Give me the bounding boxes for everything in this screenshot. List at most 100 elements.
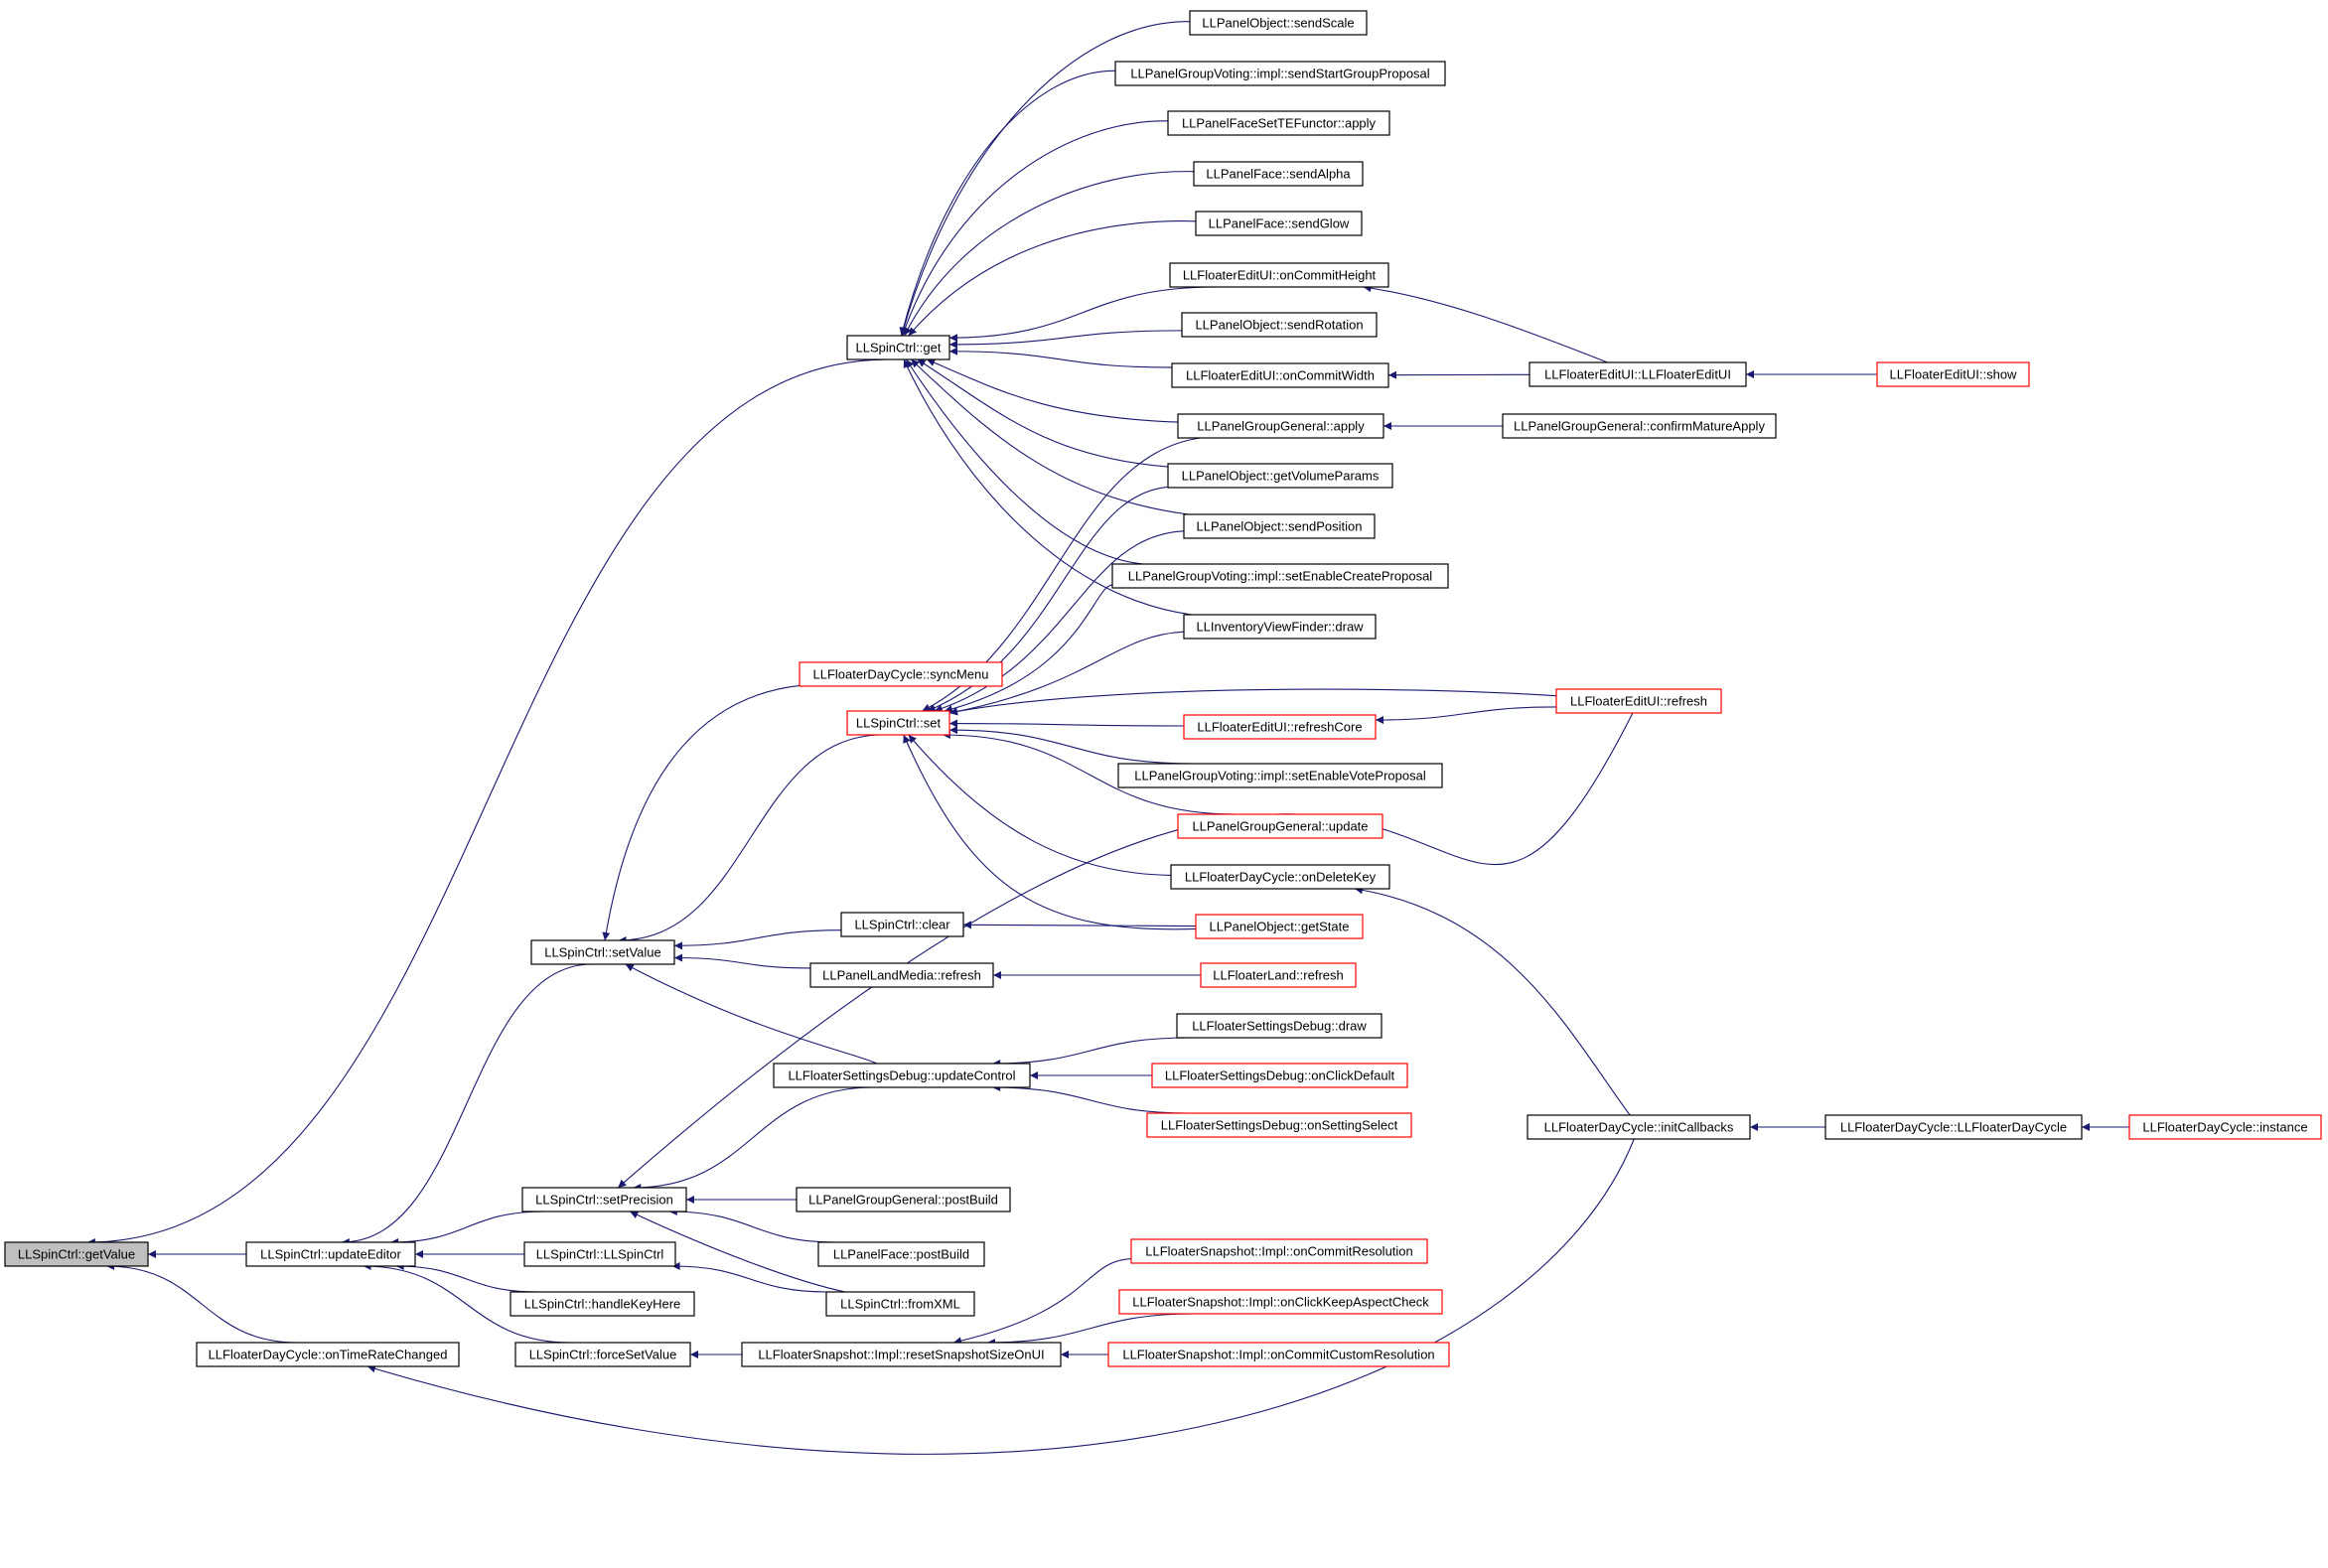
edge-sendGlow-to-get (908, 220, 1197, 337)
node-box (1181, 312, 1378, 338)
node-label: LLSpinCtrl::get (856, 341, 942, 356)
node-box (1183, 614, 1377, 640)
node-box (1167, 110, 1390, 136)
node-handleKeyHere[interactable]: LLSpinCtrl::handleKeyHere (509, 1291, 695, 1317)
node-ctor[interactable]: LLSpinCtrl::LLSpinCtrl (523, 1241, 676, 1267)
edge-sendAlpha-to-get (904, 171, 1195, 337)
node-pfPostBuild[interactable]: LLPanelFace::postBuild (817, 1241, 985, 1267)
node-box (799, 661, 1003, 687)
node-dayCycleCtor[interactable]: LLFloaterDayCycle::LLFloaterDayCycle (1824, 1114, 2083, 1140)
node-getValue[interactable]: LLSpinCtrl::getValue (4, 1241, 149, 1267)
node-onDeleteKey[interactable]: LLFloaterDayCycle::onDeleteKey (1170, 864, 1390, 890)
node-invDraw[interactable]: LLInventoryViewFinder::draw (1183, 614, 1377, 640)
node-pggApply[interactable]: LLPanelGroupGeneral::apply (1177, 413, 1384, 439)
node-box (1146, 1112, 1412, 1138)
node-onSettingSelect[interactable]: LLFloaterSettingsDebug::onSettingSelect (1146, 1112, 1412, 1138)
edge-invDraw-to-set (948, 631, 1185, 716)
edge-updateControl-to-setPrecision (633, 1086, 874, 1192)
node-sendPosition[interactable]: LLPanelObject::sendPosition (1183, 513, 1376, 539)
node-sendRotation[interactable]: LLPanelObject::sendRotation (1181, 312, 1378, 338)
node-refreshCore[interactable]: LLFloaterEditUI::refreshCore (1183, 714, 1377, 740)
edge-handleKeyHere-to-updateEditor (395, 1262, 537, 1293)
node-floaterLandRefresh[interactable]: LLFloaterLand::refresh (1200, 962, 1357, 988)
edge-syncMenu-to-setValue (602, 684, 800, 941)
node-label: LLFloaterDayCycle::LLFloaterDayCycle (1840, 1120, 2067, 1135)
node-box (530, 939, 675, 965)
node-initCallbacks[interactable]: LLFloaterDayCycle::initCallbacks (1527, 1114, 1751, 1140)
node-onCommitWidth[interactable]: LLFloaterEditUI::onCommitWidth (1171, 362, 1389, 388)
node-label: LLSpinCtrl::forceSetValue (529, 1348, 677, 1362)
node-label: LLFloaterEditUI::refresh (1570, 694, 1707, 709)
node-label: LLPanelObject::sendRotation (1195, 318, 1363, 333)
node-editUICtor[interactable]: LLFloaterEditUI::LLFloaterEditUI (1528, 361, 1747, 387)
node-getState[interactable]: LLPanelObject::getState (1195, 914, 1364, 939)
node-box (1555, 688, 1722, 714)
node-label: LLPanelLandMedia::refresh (822, 968, 981, 983)
node-box (773, 1063, 1031, 1088)
node-sendScale[interactable]: LLPanelObject::sendScale (1189, 10, 1368, 36)
node-box (1167, 463, 1393, 489)
node-syncMenu[interactable]: LLFloaterDayCycle::syncMenu (799, 661, 1003, 687)
node-forceSetValue[interactable]: LLSpinCtrl::forceSetValue (514, 1342, 691, 1367)
node-confirmMatureApply[interactable]: LLPanelGroupGeneral::confirmMatureApply (1502, 413, 1777, 439)
node-label: LLPanelFaceSetTEFunctor::apply (1182, 116, 1377, 131)
edge-sendPosition-to-set (934, 530, 1185, 713)
node-label: LLSpinCtrl::LLSpinCtrl (536, 1247, 664, 1262)
node-sendAlpha[interactable]: LLPanelFace::sendAlpha (1193, 161, 1364, 187)
node-label: LLPanelGroupGeneral::update (1192, 819, 1368, 834)
edge-setValue-to-updateEditor (341, 963, 593, 1246)
node-label: LLSpinCtrl::fromXML (840, 1297, 960, 1312)
edge-forceSetValue-to-updateEditor (363, 1262, 571, 1344)
node-box (1114, 61, 1446, 86)
node-label: LLFloaterEditUI::show (1890, 367, 2018, 382)
node-sendGlow[interactable]: LLPanelFace::sendGlow (1195, 211, 1363, 236)
node-box (1130, 1238, 1428, 1264)
node-editUIRefresh[interactable]: LLFloaterEditUI::refresh (1555, 688, 1722, 714)
node-get[interactable]: LLSpinCtrl::get (846, 335, 950, 360)
node-onCommitCustomRes[interactable]: LLFloaterSnapshot::Impl::onCommitCustomR… (1107, 1342, 1450, 1367)
node-setValue[interactable]: LLSpinCtrl::setValue (530, 939, 675, 965)
edges-layer (86, 21, 2129, 1455)
node-label: LLSpinCtrl::handleKeyHere (524, 1297, 681, 1312)
node-box (846, 335, 950, 360)
node-box (1189, 10, 1368, 36)
node-box (1528, 361, 1747, 387)
node-fromXML[interactable]: LLSpinCtrl::fromXML (825, 1291, 975, 1317)
node-set[interactable]: LLSpinCtrl::set (846, 710, 950, 736)
node-onTimeRateChanged[interactable]: LLFloaterDayCycle::onTimeRateChanged (196, 1342, 460, 1367)
node-fsdDraw[interactable]: LLFloaterSettingsDebug::draw (1176, 1013, 1382, 1039)
node-pggPostBuild[interactable]: LLPanelGroupGeneral::postBuild (796, 1187, 1011, 1212)
node-onClickDefault[interactable]: LLFloaterSettingsDebug::onClickDefault (1151, 1063, 1408, 1088)
node-setEnableCreateProposal[interactable]: LLPanelGroupVoting::impl::setEnableCreat… (1111, 563, 1449, 589)
node-updateControl[interactable]: LLFloaterSettingsDebug::updateControl (773, 1063, 1031, 1088)
node-updateEditor[interactable]: LLSpinCtrl::updateEditor (245, 1241, 416, 1267)
node-box (1195, 211, 1363, 236)
node-getVolumeParams[interactable]: LLPanelObject::getVolumeParams (1167, 463, 1393, 489)
edge-sendScale-to-get (900, 21, 1191, 337)
node-resetSnapshot[interactable]: LLFloaterSnapshot::Impl::resetSnapshotSi… (741, 1342, 1062, 1367)
node-box (796, 1187, 1011, 1212)
node-box (809, 962, 994, 988)
node-setPrecision[interactable]: LLSpinCtrl::setPrecision (521, 1187, 687, 1212)
node-label: LLInventoryViewFinder::draw (1196, 620, 1364, 635)
node-landMediaRefresh[interactable]: LLPanelLandMedia::refresh (809, 962, 994, 988)
node-label: LLFloaterEditUI::LLFloaterEditUI (1544, 367, 1731, 382)
node-box (1118, 1289, 1443, 1315)
node-box (4, 1241, 149, 1267)
node-clear[interactable]: LLSpinCtrl::clear (840, 912, 964, 937)
node-dayCycleInstance[interactable]: LLFloaterDayCycle::instance (2128, 1114, 2322, 1140)
node-label: LLFloaterEditUI::refreshCore (1197, 720, 1362, 735)
node-label: LLFloaterSettingsDebug::onClickDefault (1165, 1069, 1395, 1083)
node-label: LLSpinCtrl::setValue (544, 945, 661, 960)
node-onClickKeepAspect[interactable]: LLFloaterSnapshot::Impl::onClickKeepAspe… (1118, 1289, 1443, 1315)
node-editUIShow[interactable]: LLFloaterEditUI::show (1876, 361, 2030, 387)
node-faceSetApply[interactable]: LLPanelFaceSetTEFunctor::apply (1167, 110, 1390, 136)
node-setEnableVoteProposal[interactable]: LLPanelGroupVoting::impl::setEnableVoteP… (1117, 763, 1443, 788)
node-onCommitHeight[interactable]: LLFloaterEditUI::onCommitHeight (1169, 262, 1389, 288)
node-onCommitResolution[interactable]: LLFloaterSnapshot::Impl::onCommitResolut… (1130, 1238, 1428, 1264)
node-sendStartGroupProposal[interactable]: LLPanelGroupVoting::impl::sendStartGroup… (1114, 61, 1446, 86)
node-label: LLPanelGroupVoting::impl::sendStartGroup… (1130, 67, 1429, 81)
node-pggUpdate[interactable]: LLPanelGroupGeneral::update (1177, 813, 1383, 839)
node-box (523, 1241, 676, 1267)
node-box (1171, 362, 1389, 388)
